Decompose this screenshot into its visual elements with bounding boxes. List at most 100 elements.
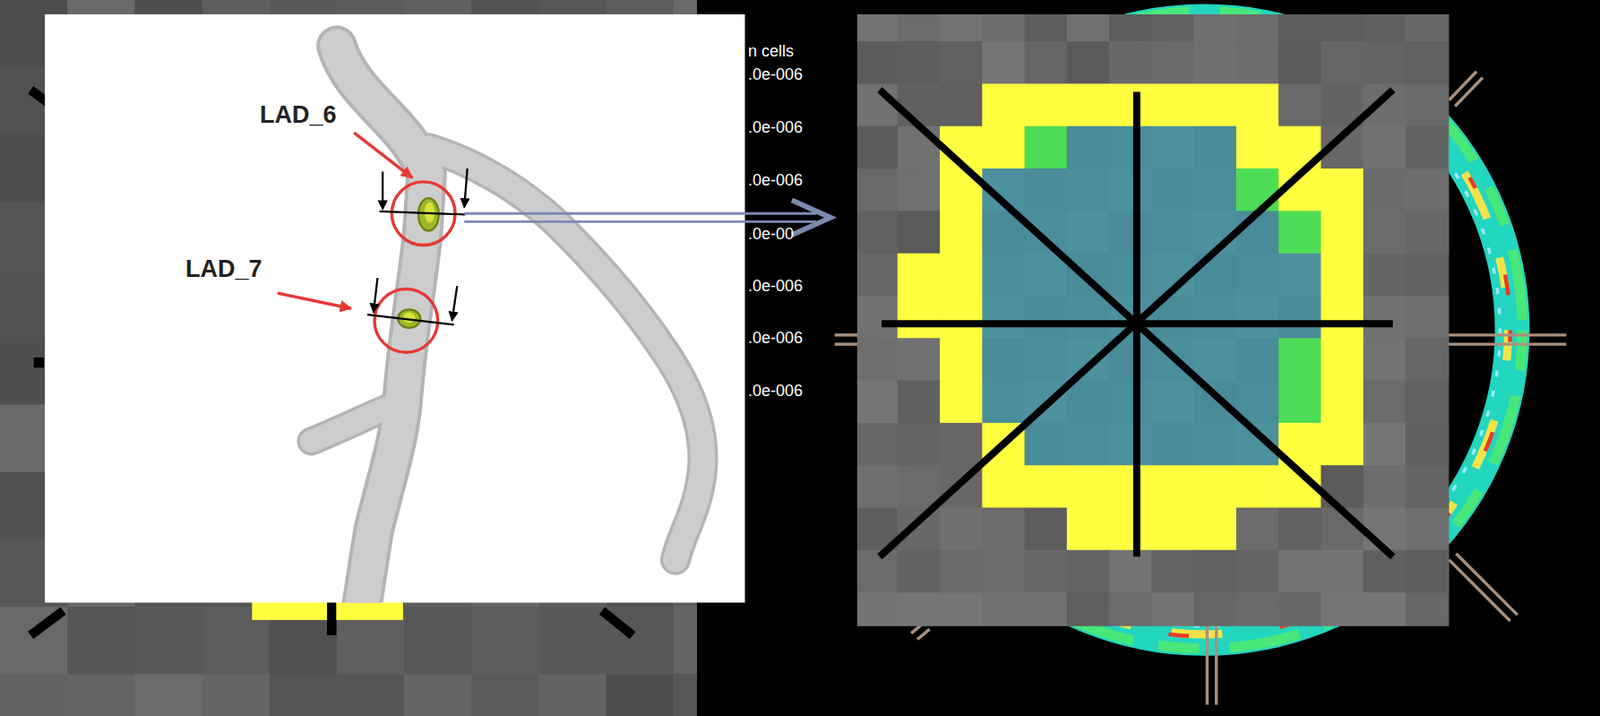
- image-pixel: [1024, 464, 1068, 508]
- image-pixel: [1151, 550, 1195, 594]
- image-pixel: [1236, 295, 1280, 339]
- image-pixel: [981, 253, 1025, 297]
- image-pixel: [1066, 168, 1110, 212]
- image-pixel: [1405, 126, 1449, 170]
- image-pixel: [857, 168, 899, 212]
- image-pixel: [939, 83, 983, 127]
- image-pixel: [1236, 592, 1280, 627]
- image-pixel: [1278, 41, 1322, 85]
- wall-ring: [886, 11, 1523, 649]
- vessel-segment-label: LAD_6: [259, 101, 337, 130]
- image-pixel: [857, 550, 899, 594]
- image-pixel: [1066, 83, 1110, 127]
- image-pixel: [1447, 14, 1449, 43]
- image-pixel: [981, 126, 1025, 170]
- image-pixel: [1024, 210, 1068, 254]
- image-pixel: [1447, 126, 1449, 170]
- image-pixel: [897, 592, 941, 627]
- image-pixel: [939, 380, 983, 424]
- image-pixel: [939, 592, 983, 627]
- image-pixel: [857, 14, 899, 43]
- image-pixel: [1066, 592, 1110, 627]
- grey-pixel: [606, 673, 675, 716]
- image-pixel: [1405, 253, 1449, 297]
- image-pixel: [1405, 83, 1449, 127]
- image-pixel: [981, 83, 1025, 127]
- image-pixel: [1194, 295, 1238, 339]
- grey-pixel: [404, 673, 473, 716]
- image-pixel: [939, 14, 983, 43]
- image-pixel: [1151, 168, 1195, 212]
- image-pixel: [1194, 41, 1238, 85]
- plaque-marks: [374, 181, 456, 353]
- image-pixel: [1066, 464, 1110, 508]
- image-pixel: [1405, 422, 1449, 466]
- image-pixel: [857, 464, 899, 508]
- colorbar-tick: .0e-006: [748, 118, 803, 138]
- image-pixel: [1320, 253, 1364, 297]
- image-pixel: [1236, 507, 1280, 551]
- image-pixel: [1278, 14, 1322, 43]
- image-pixel: [1236, 464, 1280, 508]
- image-pixel: [1405, 41, 1449, 85]
- colorbar-tick: .0e-006: [748, 328, 803, 348]
- image-pixel: [1320, 14, 1364, 43]
- image-pixel: [939, 295, 983, 339]
- image-pixel: [1236, 253, 1280, 297]
- image-pixel: [1363, 210, 1407, 254]
- image-pixel: [1278, 253, 1322, 297]
- image-pixel: [1194, 507, 1238, 551]
- image-pixel: [1151, 422, 1195, 466]
- image-pixel: [1363, 422, 1407, 466]
- image-pixel: [1194, 337, 1238, 381]
- image-pixel: [1066, 550, 1110, 594]
- image-pixel: [981, 14, 1025, 43]
- image-pixel: [1363, 126, 1407, 170]
- image-pixel: [1109, 592, 1153, 627]
- image-pixel: [1194, 592, 1238, 627]
- image-pixel: [1447, 592, 1449, 627]
- colorbar-tick: .0e-006: [748, 171, 803, 190]
- ray-ticks: [834, 71, 1567, 706]
- image-pixel: [1151, 126, 1195, 170]
- image-pixel: [1320, 168, 1364, 212]
- image-pixel: [1151, 592, 1195, 627]
- image-pixel: [1066, 295, 1110, 339]
- image-pixel: [897, 295, 941, 339]
- image-pixel: [1447, 380, 1449, 424]
- image-pixel: [1024, 14, 1068, 43]
- image-pixel: [1109, 126, 1153, 170]
- image-pixel: [1109, 464, 1153, 508]
- image-pixel: [897, 210, 941, 254]
- image-pixel: [1109, 507, 1153, 551]
- image-pixel: [1024, 337, 1068, 381]
- image-pixel: [1405, 592, 1449, 627]
- image-pixel: [1320, 592, 1364, 627]
- image-pixel: [1447, 210, 1449, 254]
- image-pixel: [1363, 592, 1407, 627]
- image-pixel: [1278, 210, 1322, 254]
- image-pixel: [1236, 41, 1280, 85]
- image-pixel: [981, 507, 1025, 551]
- image-pixel: [1151, 380, 1195, 424]
- image-pixel: [1236, 337, 1280, 381]
- image-pixel: [981, 380, 1025, 424]
- image-pixel: [1363, 168, 1407, 212]
- image-pixel: [981, 550, 1025, 594]
- image-pixel: [981, 337, 1025, 381]
- image-pixel: [939, 337, 983, 381]
- image-pixel: [1024, 41, 1068, 85]
- colorbar-tick: .0e-006: [748, 65, 803, 85]
- image-pixel: [1066, 14, 1110, 43]
- image-pixel: [1405, 14, 1449, 43]
- image-pixel: [1024, 422, 1068, 466]
- image-pixel: [1447, 507, 1449, 551]
- image-pixel: [1405, 550, 1449, 594]
- image-pixel: [1278, 337, 1322, 381]
- image-pixel: [1109, 83, 1153, 127]
- image-pixel: [1447, 550, 1449, 594]
- image-pixel: [1194, 464, 1238, 508]
- image-pixel: [1236, 126, 1280, 170]
- image-pixel: [1024, 126, 1068, 170]
